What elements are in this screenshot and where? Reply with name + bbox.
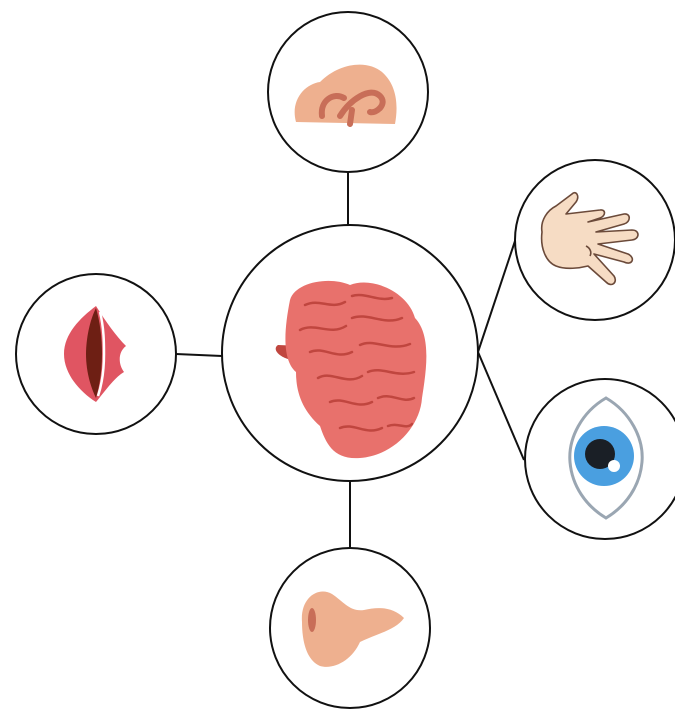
node-hand bbox=[515, 160, 675, 320]
connector-eye bbox=[478, 352, 524, 460]
connector-mouth bbox=[176, 354, 222, 356]
node-ear bbox=[268, 12, 428, 172]
connector-hand bbox=[478, 238, 516, 352]
node-eye bbox=[525, 379, 675, 539]
hub-brain bbox=[222, 225, 478, 481]
node-nose bbox=[270, 548, 430, 708]
node-mouth bbox=[16, 274, 176, 434]
